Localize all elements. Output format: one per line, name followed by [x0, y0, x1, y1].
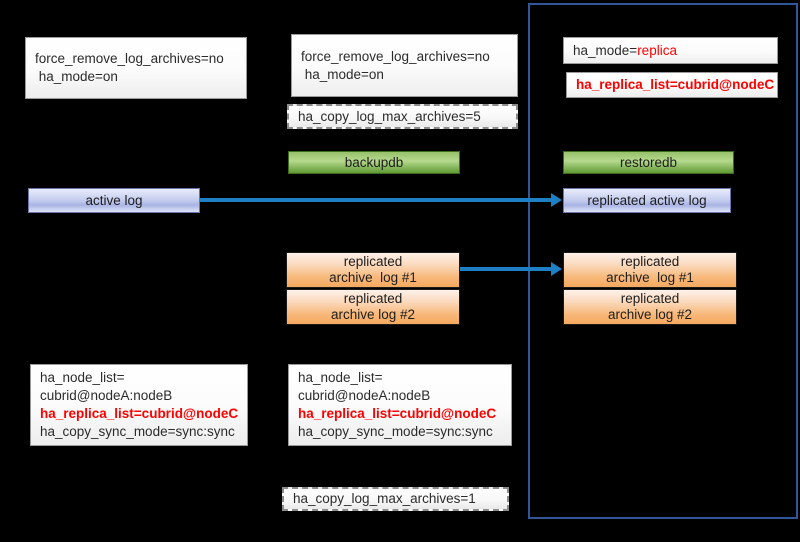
arrow-archive-log-replication-head: [551, 262, 562, 276]
arrow-active-log-to-replicated-active-log-head: [551, 193, 562, 207]
nodeB-archive-log-2: replicated archive log #2: [286, 289, 460, 325]
nodeB-config-bottom: ha_node_list= cubrid@nodeA:nodeB ha_repl…: [288, 364, 512, 446]
nodeC-archive-log-1-line1: replicated: [620, 253, 680, 269]
restoredb-label: restoredb: [619, 155, 678, 170]
nodeB-archive-log-1: replicated archive log #1: [286, 252, 460, 288]
nodeC-ha-mode-value: replica: [637, 42, 677, 58]
backupdb-button[interactable]: backupdb: [288, 151, 460, 174]
nodeA-ha-node-list-key: ha_node_list=: [40, 370, 125, 386]
nodeA-ha-copy-sync-mode: ha_copy_sync_mode=sync:sync: [40, 423, 235, 439]
nodeB-archive-log-1-line2: archive log #1: [329, 270, 417, 285]
nodeC-ha-mode-line: ha_mode=replica: [573, 42, 769, 60]
nodeB-config-top-line1: force_remove_log_archives=no: [301, 48, 490, 64]
nodeA-config-top-line1: force_remove_log_archives=no: [35, 51, 224, 67]
nodeA-active-log: active log: [28, 188, 200, 213]
nodeC-archive-log-2: replicated archive log #2: [563, 289, 737, 325]
nodeB-ha-copy-sync-mode: ha_copy_sync_mode=sync:sync: [298, 423, 493, 439]
nodeA-ha-replica-list: ha_replica_list=cubrid@nodeC: [40, 406, 239, 421]
nodeB-ha-node-list-value: cubrid@nodeA:nodeB: [298, 388, 431, 404]
nodeC-archive-log-2-line1: replicated: [620, 290, 680, 306]
restoredb-button[interactable]: restoredb: [563, 151, 734, 174]
nodeB-ha-copy-log-max-archives-bottom: ha_copy_log_max_archives=1: [282, 487, 509, 511]
arrow-active-log-to-replicated-active-log-line: [200, 198, 552, 202]
nodeB-config-top: force_remove_log_archives=no ha_mode=on: [291, 34, 518, 97]
nodeC-archive-log-1: replicated archive log #1: [563, 252, 737, 288]
nodeB-ha-replica-list: ha_replica_list=cubrid@nodeC: [298, 406, 497, 421]
nodeA-ha-node-list-value: cubrid@nodeA:nodeB: [40, 388, 173, 404]
nodeC-ha-replica-list-box: ha_replica_list=cubrid@nodeC: [566, 72, 778, 98]
nodeB-archive-log-1-line1: replicated: [343, 253, 403, 269]
nodeB-ha-copy-log-max-archives-top: ha_copy_log_max_archives=5: [287, 104, 518, 129]
backupdb-label: backupdb: [344, 155, 404, 170]
nodeA-config-top: force_remove_log_archives=no ha_mode=on: [25, 37, 247, 99]
nodeC-replicated-active-log: replicated active log: [563, 188, 731, 213]
nodeB-archive-log-2-line2: archive log #2: [330, 307, 416, 322]
nodeC-archive-log-1-line2: archive log #1: [606, 270, 694, 285]
arrow-archive-log-replication-line: [460, 267, 552, 271]
nodeB-archive-log-2-line1: replicated: [343, 290, 403, 306]
nodeC-ha-replica-list: ha_replica_list=cubrid@nodeC: [576, 77, 775, 93]
nodeC-archive-log-2-line2: archive log #2: [607, 307, 693, 322]
nodeB-ha-node-list-key: ha_node_list=: [298, 370, 383, 386]
nodeB-max-archives-top-label: ha_copy_log_max_archives=5: [298, 108, 481, 124]
nodeB-config-top-line2: ha_mode=on: [301, 66, 384, 82]
nodeC-replicated-active-log-label: replicated active log: [587, 193, 707, 208]
nodeA-config-bottom: ha_node_list= cubrid@nodeA:nodeB ha_repl…: [30, 364, 248, 446]
nodeB-max-archives-bottom-label: ha_copy_log_max_archives=1: [293, 491, 476, 507]
nodeC-ha-mode-box: ha_mode=replica: [563, 37, 778, 64]
nodeA-config-top-line2: ha_mode=on: [35, 69, 118, 84]
nodeC-ha-mode-key: ha_mode=: [573, 42, 638, 58]
nodeA-active-log-label: active log: [85, 193, 143, 208]
